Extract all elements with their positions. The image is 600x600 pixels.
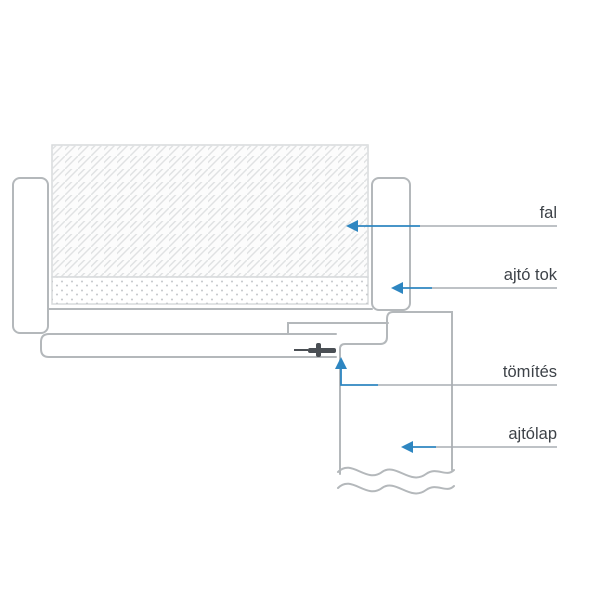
door-leaf-break-line-lower (337, 482, 455, 495)
leader-tomites: tömítés (335, 357, 557, 386)
frame-stop-step (287, 322, 389, 335)
leader-ajto-tok: ajtó tok (391, 266, 558, 294)
arrow-left-icon (401, 441, 413, 453)
label-ajtolap: ajtólap (508, 425, 557, 443)
arrow-left-icon (346, 220, 358, 232)
leader-line-blue (340, 367, 378, 386)
door-leaf-outline (339, 311, 453, 475)
wall-section (51, 144, 369, 305)
leader-ajtolap: ajtólap (401, 425, 557, 453)
seal-detail (294, 343, 336, 357)
frame-left-jamb (12, 177, 49, 334)
label-fal: fal (540, 204, 557, 222)
door-frame-profile (12, 177, 411, 358)
leader-fal: fal (346, 204, 557, 232)
label-tomites: tömítés (503, 363, 557, 381)
frame-right-jamb (371, 177, 411, 311)
arrow-up-icon (335, 357, 347, 369)
frame-lower-lip (40, 333, 337, 358)
door-leaf-break-line-upper (337, 466, 455, 479)
label-ajto-tok: ajtó tok (504, 266, 558, 284)
seal-gasket-stem (316, 343, 321, 357)
arrow-left-icon (391, 282, 403, 294)
mortar-dot-pattern (52, 277, 368, 304)
seal-gasket-bar (308, 348, 336, 353)
wall-hatch-pattern (52, 145, 368, 277)
door-leaf (337, 311, 455, 495)
